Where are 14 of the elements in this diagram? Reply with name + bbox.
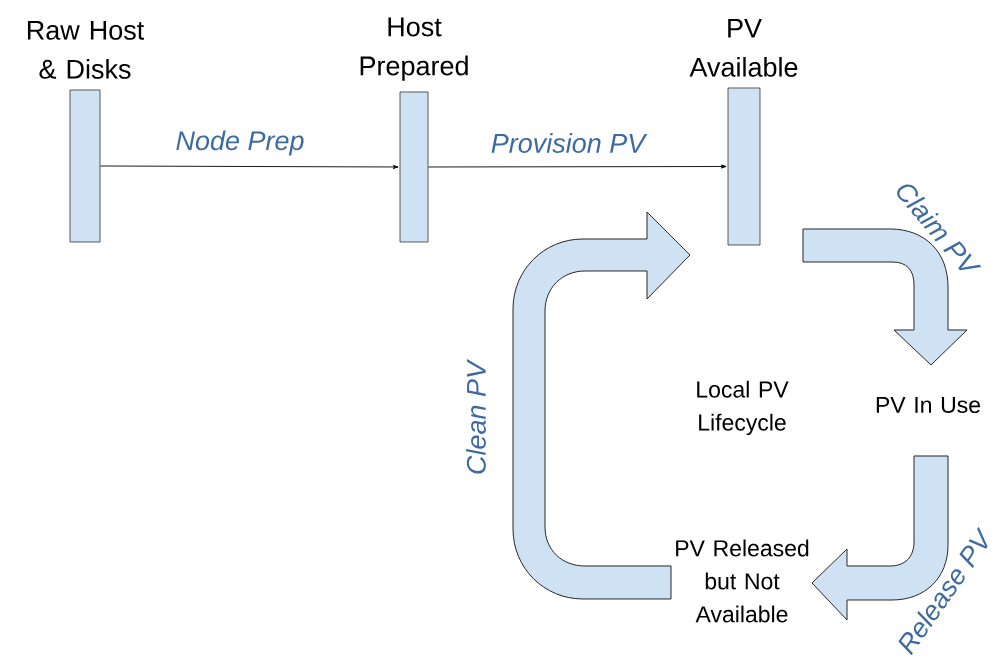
- block-arrow: [512, 211, 691, 600]
- block-arrow: [802, 228, 968, 366]
- edge-label: Provision PV: [491, 133, 648, 153]
- bar-heading: Raw Host & Disks: [27, 20, 145, 79]
- edge-label: Node Prep: [176, 130, 304, 156]
- bar-heading: Host Prepared: [360, 17, 468, 81]
- cycle-label: Local PV Lifecycle: [697, 380, 789, 436]
- state-text: PV Released but Not Available: [676, 539, 809, 623]
- arrow: [427, 164, 727, 169]
- edge-label: Clean PV: [466, 358, 486, 474]
- arrow: [99, 165, 399, 169]
- state-text: PV In Use: [876, 396, 980, 413]
- block-arrow: [811, 455, 949, 621]
- bar-heading: PV Available: [689, 18, 798, 77]
